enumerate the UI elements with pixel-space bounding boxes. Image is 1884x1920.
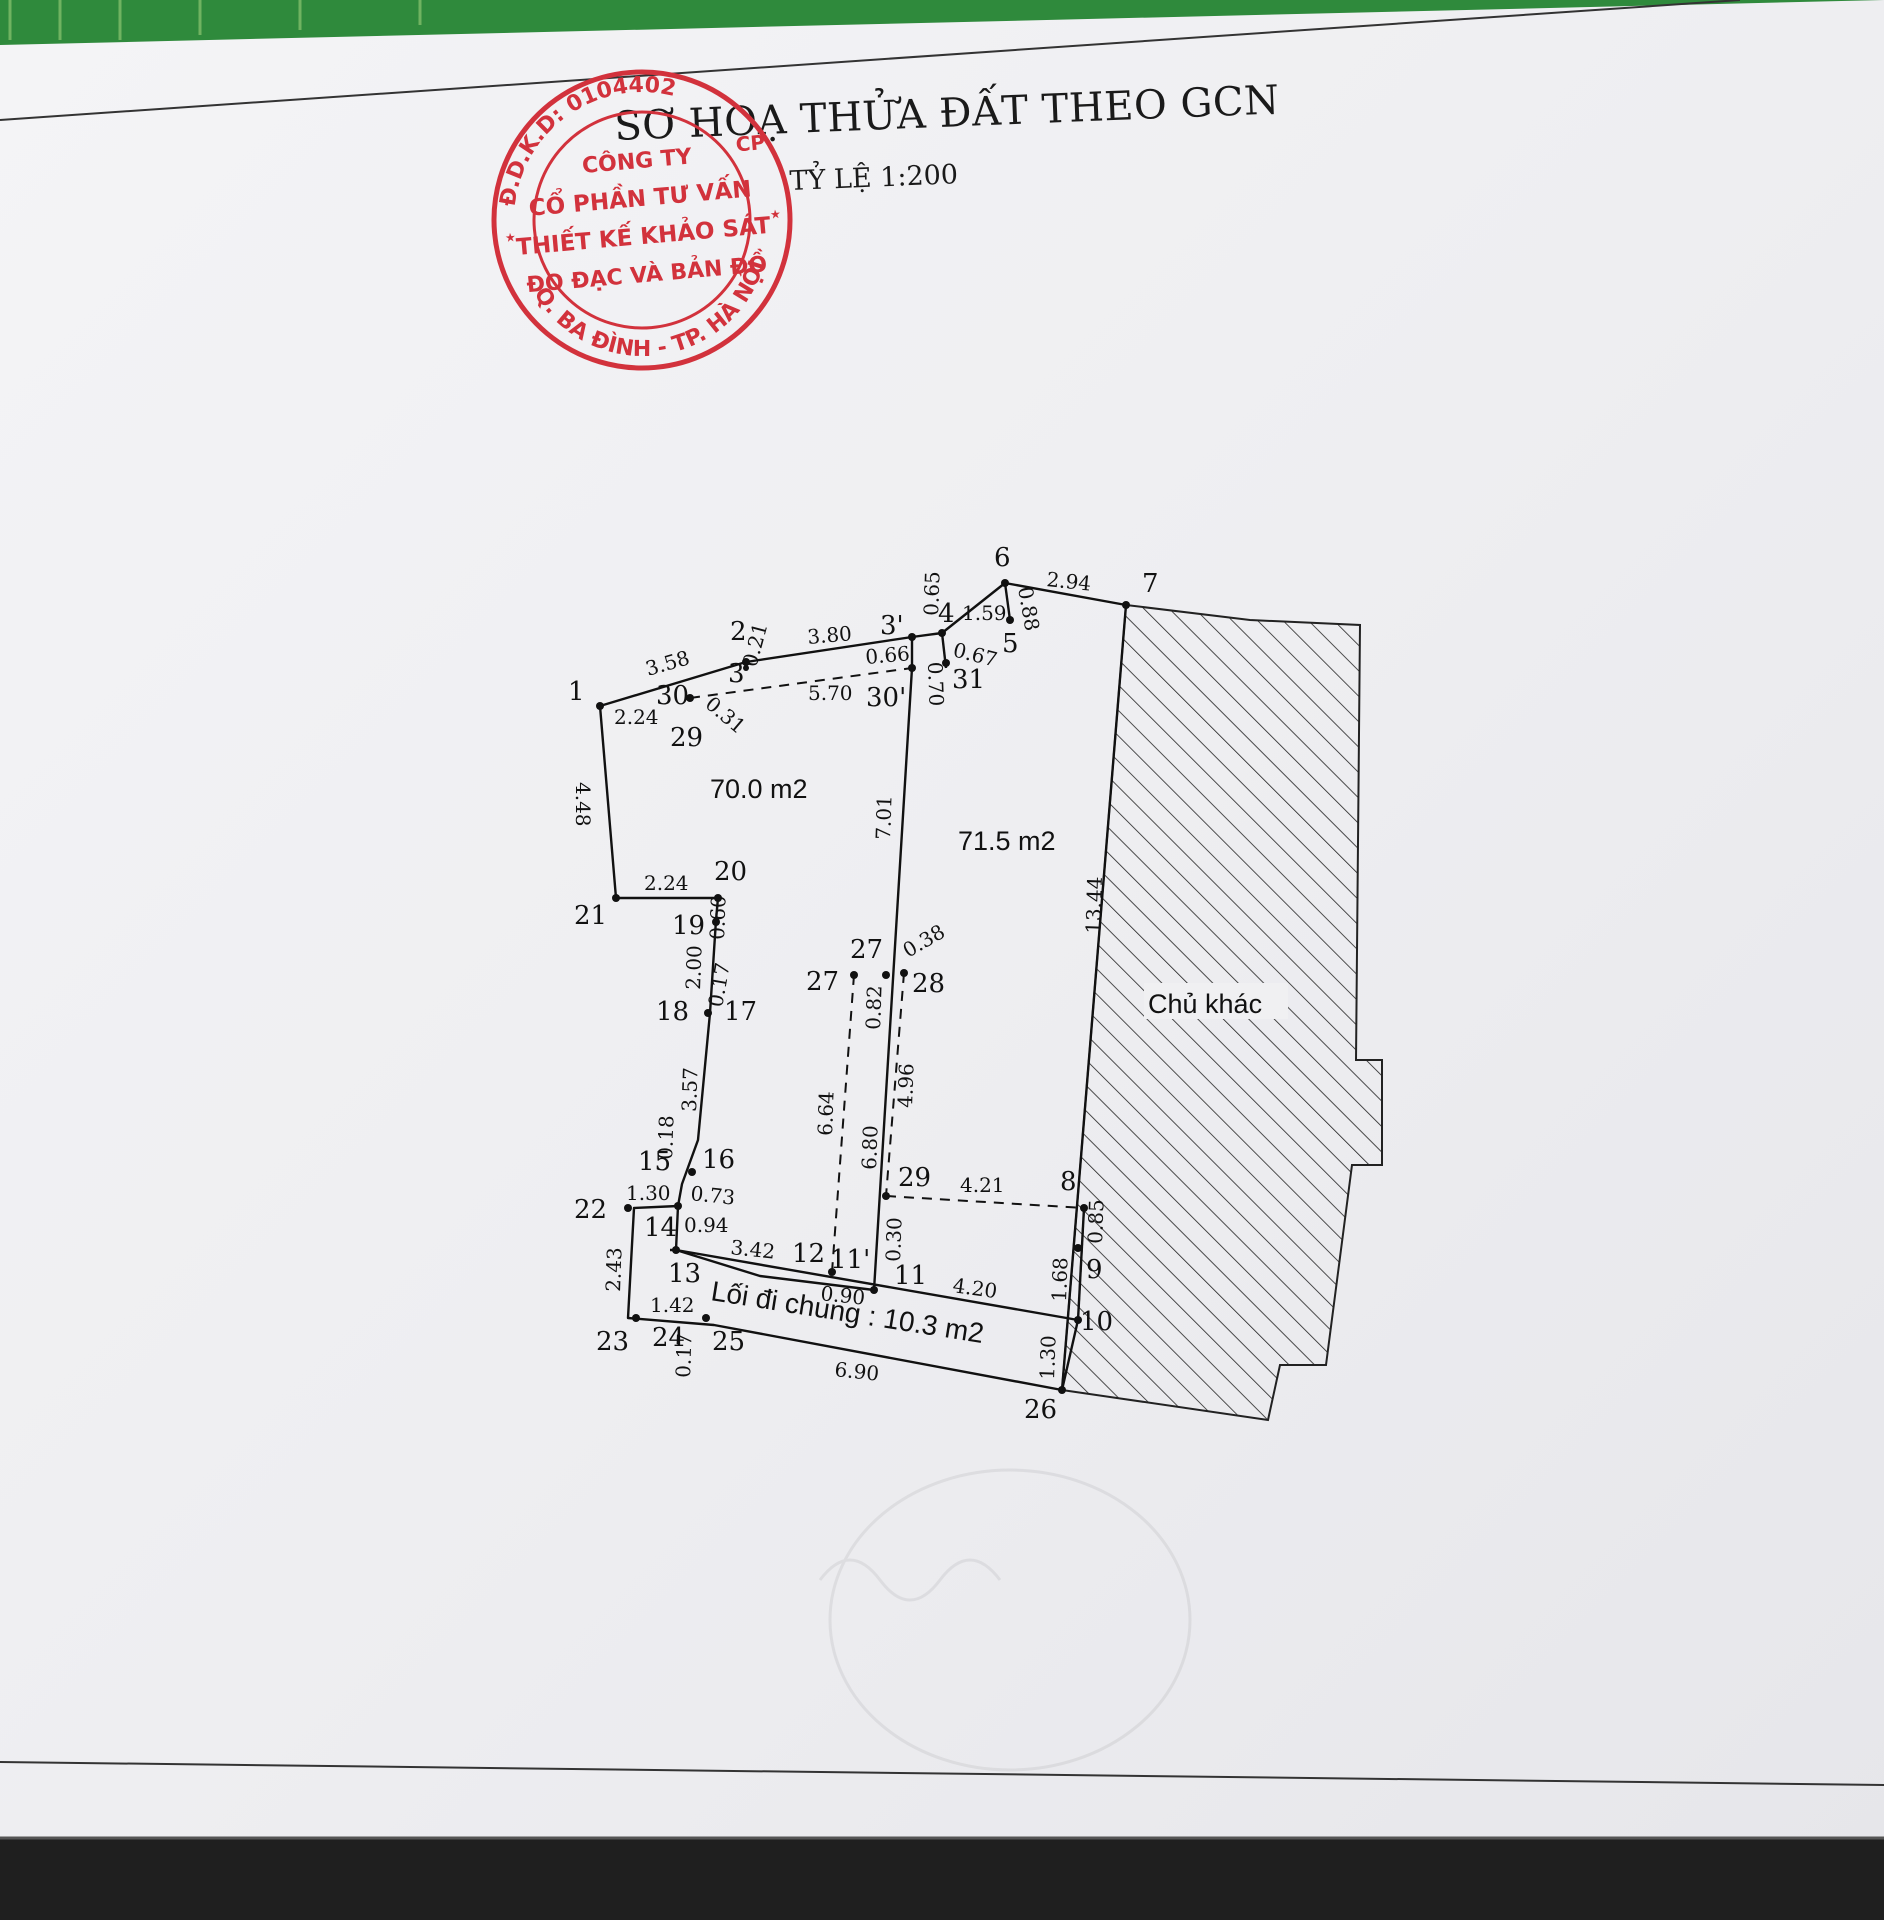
point-label: 23 <box>596 1327 629 1357</box>
lane-boundary <box>675 1248 1079 1322</box>
outer-boundary <box>599 581 1128 1392</box>
dimension-label: 0.94 <box>684 1213 729 1237</box>
dimension-label: 2.43 <box>601 1247 627 1292</box>
dimension-label: 0.18 <box>653 1115 679 1160</box>
point-label: 18 <box>656 997 689 1027</box>
stamp-star-left: ★ <box>504 230 516 245</box>
neighbor-label: Chủ khác <box>1148 989 1262 1019</box>
internal-boundary-right <box>675 667 914 1292</box>
dimension-label: 0.66 <box>864 641 910 669</box>
point-label: 8 <box>1060 1167 1077 1197</box>
dimension-label: 6.80 <box>857 1125 883 1170</box>
point-label: 1 <box>568 677 585 707</box>
dimension-label: 0.17 <box>671 1333 697 1378</box>
stamp-star-right: ★ <box>769 207 781 222</box>
point-label: 10 <box>1080 1307 1113 1337</box>
point-label: 22 <box>574 1195 607 1225</box>
dark-bottom-band <box>0 1838 1884 1920</box>
point-label: 27 <box>850 935 883 965</box>
top-border-line <box>0 0 1741 121</box>
dimension-label: 0.82 <box>861 985 887 1030</box>
point-label: 14 <box>644 1213 677 1243</box>
dimension-label: 5.70 <box>808 681 853 705</box>
dimension-label: 2.24 <box>644 871 689 895</box>
point-label: 21 <box>574 901 607 931</box>
stamp-ring-code: CP <box>735 130 766 156</box>
dimension-label: 1.59 <box>962 601 1007 625</box>
point-label: 2 <box>730 617 747 647</box>
dimension-label: 3.57 <box>677 1067 703 1112</box>
area-label-left: 70.0 m2 <box>710 774 808 804</box>
point-labels: 1 2 3 3' 4 5 6 7 8 9 10 11' 11 12 13 14 … <box>568 543 1159 1425</box>
area-label-right: 71.5 m2 <box>958 826 1056 856</box>
point-label: 30 <box>656 681 689 711</box>
point-label: 6 <box>994 543 1011 573</box>
point-label: 27 <box>806 967 839 997</box>
dimension-label: 7.01 <box>871 795 897 840</box>
point-label: 15 <box>638 1147 671 1177</box>
dimension-label: 0.30 <box>881 1217 907 1262</box>
point-label: 3 <box>728 659 745 689</box>
point-label: 11' <box>830 1245 870 1275</box>
dimension-label: 6.64 <box>813 1091 839 1136</box>
dimension-label: 6.90 <box>833 1357 880 1386</box>
dimension-label: 0.85 <box>1083 1199 1109 1244</box>
dimension-label: 2.24 <box>614 705 659 729</box>
dimension-label: 0.60 <box>705 895 731 940</box>
dimension-label: 1.30 <box>626 1181 671 1205</box>
point-label: 24 <box>652 1323 685 1353</box>
point-label: 4 <box>938 599 955 629</box>
dimension-label: 0.73 <box>689 1181 736 1210</box>
point-label: 20 <box>714 857 747 887</box>
point-label: 28 <box>912 969 945 999</box>
point-label: 31 <box>952 665 985 695</box>
dimension-label: 2.94 <box>1045 567 1092 596</box>
point-label: 16 <box>702 1145 735 1175</box>
dimension-label: 1.68 <box>1047 1257 1073 1302</box>
dimension-label: 13.44 <box>1081 876 1107 934</box>
dimension-label: 4.21 <box>960 1173 1005 1197</box>
point-label: 26 <box>1024 1395 1057 1425</box>
dimension-label: 0.70 <box>923 661 949 706</box>
point-label: 29 <box>898 1163 931 1193</box>
bottom-border-line <box>0 1761 1884 1786</box>
dimension-label: 3.80 <box>806 621 852 649</box>
point-label: 11 <box>894 1261 927 1291</box>
show-through-marks <box>818 1468 1192 1772</box>
dimension-label: 3.42 <box>729 1235 776 1264</box>
point-label: 13 <box>668 1259 701 1289</box>
dimension-label: 1.30 <box>1035 1335 1061 1380</box>
point-label: 19 <box>672 911 705 941</box>
dimension-label: 0.90 <box>819 1281 866 1310</box>
dimension-label: 1.42 <box>650 1293 695 1317</box>
point-label: 5 <box>1002 629 1019 659</box>
neighbor-label-bg <box>1144 983 1288 1019</box>
point-label: 12 <box>792 1239 825 1269</box>
point-label: 3' <box>880 611 904 641</box>
point-label: 17 <box>724 997 757 1027</box>
vertex-markers <box>596 579 1130 1394</box>
dimension-label: 2.00 <box>681 945 707 990</box>
dimension-label: 0.65 <box>919 571 945 616</box>
dashed-lines <box>689 667 1085 1321</box>
point-label: 25 <box>712 1327 745 1357</box>
point-label: 9 <box>1086 1255 1103 1285</box>
point-label: 7 <box>1142 569 1159 599</box>
point-label: 29 <box>670 723 703 753</box>
point-label: 30' <box>866 683 906 713</box>
dimension-label: 4.48 <box>571 782 595 827</box>
dimension-label: 4.96 <box>893 1063 919 1108</box>
